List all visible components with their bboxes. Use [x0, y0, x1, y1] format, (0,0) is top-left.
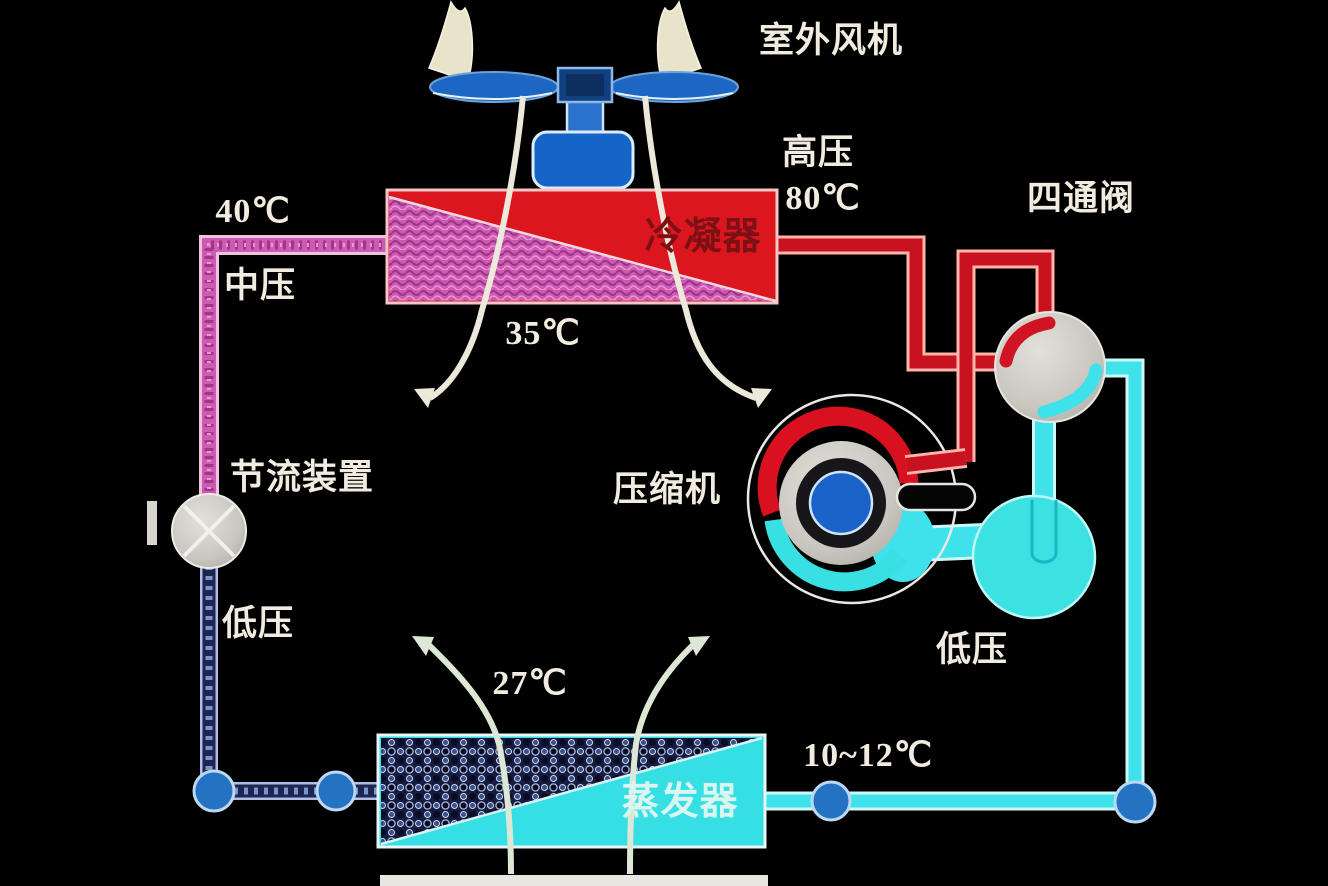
outdoor-fan-icon [427, 0, 739, 190]
pipe-joint [1113, 780, 1157, 824]
compressor-suction-gas [764, 518, 908, 592]
compressor-to-valve-pipe [959, 252, 1052, 462]
evaporator-air-flow [412, 636, 710, 875]
condenser-air-flow [414, 95, 772, 408]
pipe-joint [192, 769, 236, 813]
blade-highlight-right [615, 92, 734, 100]
label-high-pressure-temp: 80℃ [785, 180, 860, 217]
compressor-port-channel [895, 482, 977, 512]
label-low-pressure-right: 低压 [936, 630, 1008, 669]
four-way-valve [994, 311, 1106, 423]
fan-motor [531, 130, 635, 190]
compressor-discharge-gas [757, 406, 919, 517]
label-supply-air-temp: 10~12℃ [803, 737, 933, 774]
high-pressure-pipes [775, 235, 1055, 462]
condenser-diagonal [388, 195, 777, 303]
label-high-pressure: 高压 [782, 133, 854, 172]
label-indoor-air-temp: 27℃ [492, 665, 567, 702]
fan-air-swoosh-right [656, 0, 703, 82]
evaporator-diagonal [380, 736, 763, 846]
valve-hot-passage [999, 316, 1056, 368]
discharge-stub [905, 451, 967, 472]
evaporator [376, 733, 768, 886]
label-low-pressure-left: 低压 [222, 604, 294, 643]
valve-cold-passage [1037, 363, 1103, 419]
label-four-way-valve: 四通阀 [1027, 179, 1135, 218]
compressor [746, 393, 977, 605]
compressor-shaft-center [808, 470, 874, 536]
fan-blade-left [429, 71, 559, 103]
label-medium-pressure: 中压 [224, 266, 296, 305]
labels: 室外风机 高压 80℃ 四通阀 40℃ 中压 冷凝器 35℃ 节流装置 低压 压… [215, 20, 1135, 823]
fan-air-swoosh-left [427, 0, 474, 82]
label-throttle-device: 节流装置 [230, 458, 374, 497]
label-outdoor-fan: 室外风机 [759, 20, 903, 60]
evaporator-to-valve-pipe [762, 361, 1142, 808]
label-condenser: 冷凝器 [644, 216, 761, 258]
pipe-joint [315, 770, 357, 812]
fan-blade-right [609, 71, 739, 103]
blade-highlight-left [432, 92, 553, 100]
throttle-stem [147, 501, 157, 545]
label-condenser-out-temp: 40℃ [215, 193, 290, 230]
accumulator-inlet-tube [1030, 500, 1058, 564]
label-evaporator: 蒸发器 [621, 781, 738, 823]
throttle-x-2 [182, 504, 236, 558]
label-compressor: 压缩机 [613, 470, 721, 509]
medium-pressure-pipe [199, 235, 390, 496]
pipe-joint [810, 780, 852, 822]
fan-hub-inner [566, 74, 604, 96]
label-condenser-air-temp: 35℃ [505, 315, 580, 352]
throttle-device [147, 493, 247, 569]
indoor-unit-base [380, 875, 768, 886]
